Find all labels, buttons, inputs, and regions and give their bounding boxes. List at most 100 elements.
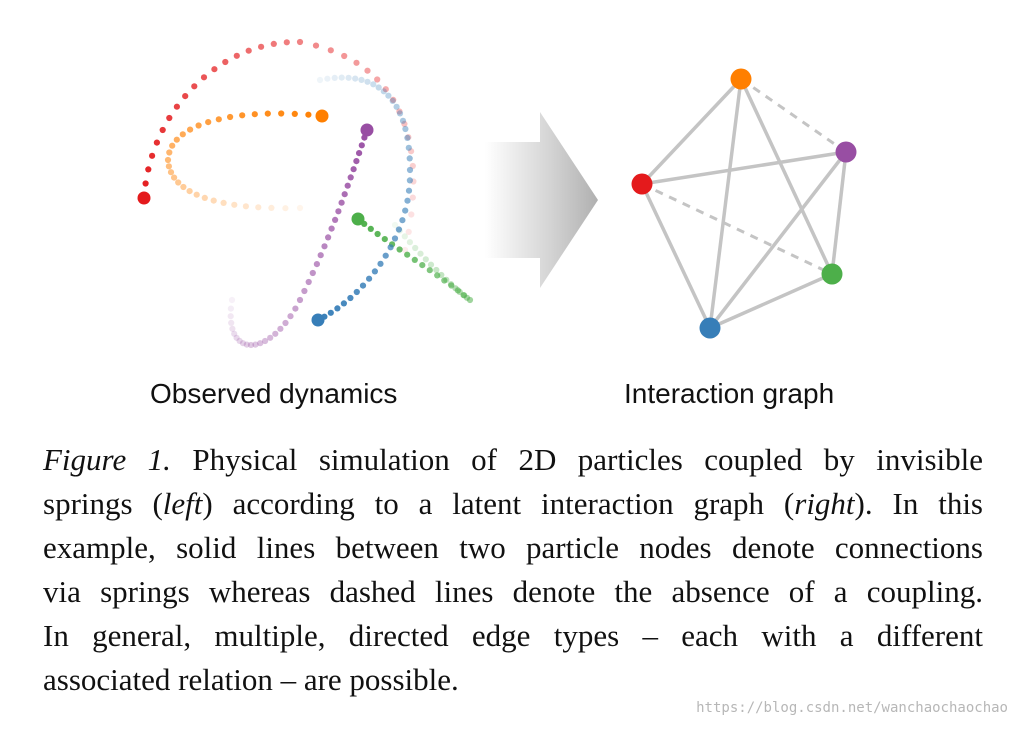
particle-endpoint-dot (351, 212, 365, 226)
trajectory-dot (406, 155, 413, 162)
trajectory-dot (390, 96, 397, 103)
trajectory-dot (153, 139, 160, 146)
caption-line: associated relation – are possible. (43, 662, 459, 697)
trajectory-dot (231, 201, 238, 208)
solid-edge (640, 183, 712, 329)
graph-node-purple (835, 141, 857, 163)
trajectory-dot (222, 58, 229, 66)
trajectory-dot (282, 205, 289, 212)
trajectory-dot (321, 243, 328, 250)
caption-line: springs (left) according to a latent int… (43, 482, 983, 526)
trajectory-dot (186, 188, 193, 195)
caption-line: via springs whereas dashed lines denote … (43, 574, 983, 609)
trajectory-dot (401, 233, 408, 240)
trajectory-dot (215, 116, 222, 123)
trajectory-dot (317, 252, 324, 259)
trajectory-dot (434, 272, 441, 279)
trajectory-dot (411, 256, 418, 263)
trajectory-dot (367, 225, 374, 232)
trajectory-dot (441, 277, 448, 284)
caption-text: springs ( (43, 486, 163, 521)
trajectory-dot (282, 319, 289, 327)
trajectory-dot (417, 250, 424, 257)
trajectory-dot (187, 126, 194, 133)
trajectory-dot (164, 156, 172, 164)
graph-node-orange (730, 68, 752, 90)
trajectory-dot (245, 47, 252, 54)
trajectory-dot (145, 166, 152, 173)
trajectory-dot (242, 203, 249, 210)
trajectory-dot (166, 149, 173, 156)
trajectory-dot (408, 211, 415, 218)
trajectory-dot (327, 47, 334, 54)
caption-line: In general, multiple, directed edge type… (43, 618, 983, 653)
trajectory-dot (393, 103, 400, 110)
trajectory-dot (345, 74, 352, 81)
trajectory-dot (283, 39, 290, 46)
trajectory-dot (239, 112, 246, 119)
solid-edge (708, 150, 848, 330)
trajectory-dot (377, 260, 384, 267)
trajectory-dot (382, 86, 389, 93)
trajectory-dot (305, 111, 312, 118)
trajectory-dot (296, 38, 304, 46)
graph-node-green (821, 263, 843, 285)
trajectory-dot (327, 309, 334, 316)
trajectory-dot (257, 340, 264, 347)
trajectory-dot (466, 296, 474, 304)
solid-edge (830, 151, 848, 275)
trajectory-dot (171, 174, 178, 181)
trajectory-dot (296, 204, 304, 212)
trajectory-dot (268, 204, 275, 211)
trajectory-dot (251, 111, 258, 118)
caption-italic: left (162, 486, 203, 521)
particle-endpoint-dot (315, 109, 329, 123)
trajectory-dot (374, 76, 381, 83)
trajectory-dot (399, 117, 407, 124)
trajectory-dot (220, 199, 227, 206)
trajectory-dot (301, 287, 308, 295)
trajectory-dot (405, 134, 412, 141)
trajectory-dot (175, 179, 182, 186)
caption-text: Physical simulation of 2D particles coup… (170, 442, 983, 477)
trajectory-dot (296, 296, 304, 304)
trajectory-dot (149, 152, 156, 159)
trajectory-dot (166, 114, 173, 122)
trajectory-dot (142, 180, 149, 187)
trajectory-dot (454, 287, 461, 294)
trajectory-dot (370, 81, 377, 88)
trajectory-dot (395, 226, 402, 233)
trajectory-dot (422, 256, 429, 263)
trajectory-dot (324, 75, 331, 82)
trajectory-dot (165, 163, 172, 170)
trajectory-dot (200, 74, 208, 81)
trajectory-dot (364, 67, 371, 74)
trajectory-dot (371, 268, 378, 275)
trajectory-dot (325, 234, 332, 241)
trajectory-dot (340, 300, 347, 307)
trajectory-dot (461, 292, 468, 299)
trajectory-dot (375, 84, 382, 91)
caption-line: Figure 1. Physical simulation of 2D part… (43, 438, 983, 482)
particle-endpoint-dot (311, 313, 325, 327)
trajectory-dot (396, 246, 403, 253)
trajectory-dot (169, 142, 176, 149)
trajectory-dot (406, 239, 413, 246)
trajectory-dot (227, 305, 234, 312)
solid-edge (739, 78, 834, 275)
trajectory-dot (277, 325, 284, 332)
trajectory-dot (433, 266, 440, 274)
trajectory-dot (180, 183, 187, 191)
trajectory-dot (427, 261, 435, 268)
interaction-graph-panel (631, 68, 857, 339)
trajectory-dot (353, 158, 360, 165)
trajectory-dot (338, 199, 345, 206)
trajectory-dot (305, 278, 312, 286)
caption-italic: right (794, 486, 855, 521)
trajectory-dot (167, 169, 175, 176)
trajectories-panel (137, 38, 474, 349)
trajectory-dot (385, 92, 392, 99)
trajectory-dot (195, 122, 202, 129)
particle-endpoint-dot (137, 191, 151, 205)
trajectory-dot (358, 76, 365, 83)
